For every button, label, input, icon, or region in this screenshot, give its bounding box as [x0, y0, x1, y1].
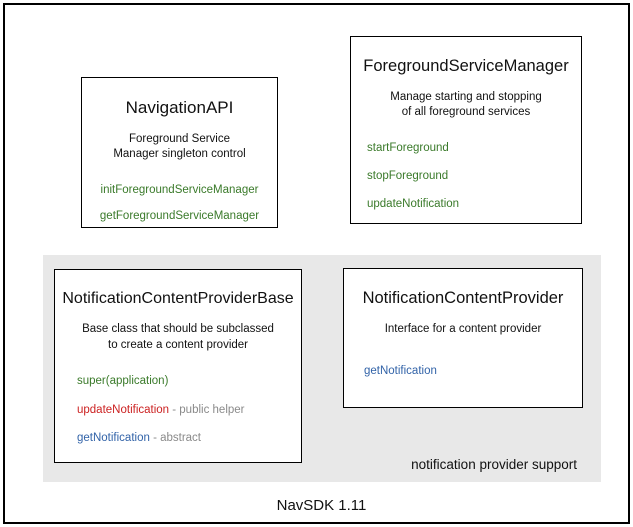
class-description-line: of all foreground services: [401, 106, 531, 119]
member-name: getNotification: [364, 365, 437, 378]
member-name: getNotification: [77, 432, 150, 445]
member-list-notification-content-provider: getNotification: [344, 365, 582, 379]
class-description-line: Interface for a content provider: [384, 322, 542, 335]
class-description-line: Manager singleton control: [113, 147, 246, 160]
member-item[interactable]: getNotification - abstract: [77, 432, 301, 446]
class-box-notification-content-provider-base[interactable]: NotificationContentProviderBase Base cla…: [54, 269, 302, 463]
member-name: startForeground: [367, 142, 449, 155]
class-description-line: Base class that should be subclassed: [82, 323, 274, 336]
member-name: updateNotification: [77, 403, 170, 416]
member-list-navigation-api: initForegroundServiceManager getForegrou…: [82, 184, 277, 224]
member-item[interactable]: updateNotification - public helper: [77, 404, 301, 418]
member-name: super(application): [77, 374, 169, 387]
diagram-footer-label: NavSDK 1.11: [276, 497, 367, 514]
class-title-navigation-api: NavigationAPI: [125, 98, 234, 117]
member-note: - abstract: [149, 432, 202, 445]
class-box-notification-content-provider[interactable]: NotificationContentProvider Interface fo…: [343, 268, 583, 408]
class-description-line: Manage starting and stopping: [390, 90, 542, 103]
class-description-notification-content-provider: Interface for a content provider: [344, 322, 582, 337]
class-title-notification-content-provider: NotificationContentProvider: [362, 289, 564, 307]
diagram-outer-frame: notification provider support Navigation…: [3, 3, 630, 524]
member-list-foreground-service-manager: startForeground stopForeground updateNot…: [351, 142, 581, 211]
member-list-notification-content-provider-base: super(application) updateNotification - …: [55, 375, 301, 446]
class-title-foreground-service-manager: ForegroundServiceManager: [363, 57, 569, 75]
class-title-notification-content-provider-base: NotificationContentProviderBase: [62, 290, 294, 307]
member-name: getForegroundServiceManager: [99, 209, 260, 222]
class-box-foreground-service-manager[interactable]: ForegroundServiceManager Manage starting…: [350, 36, 582, 224]
class-description-line: Foreground Service: [129, 132, 230, 145]
member-item[interactable]: startForeground: [367, 142, 581, 156]
member-name: updateNotification: [367, 197, 460, 210]
member-item[interactable]: stopForeground: [367, 170, 581, 184]
member-note: - public helper: [169, 403, 245, 416]
member-item[interactable]: super(application): [77, 375, 301, 389]
class-box-navigation-api[interactable]: NavigationAPI Foreground Service Manager…: [81, 77, 278, 228]
member-item[interactable]: updateNotification: [367, 198, 581, 212]
group-caption-label: notification provider support: [411, 457, 577, 472]
class-description-line: to create a content provider: [108, 338, 248, 351]
member-item[interactable]: getForegroundServiceManager: [82, 210, 277, 224]
member-item[interactable]: initForegroundServiceManager: [82, 184, 277, 198]
class-description-notification-content-provider-base: Base class that should be subclassed to …: [55, 322, 301, 352]
class-description-foreground-service-manager: Manage starting and stopping of all fore…: [351, 90, 581, 120]
member-item[interactable]: getNotification: [364, 365, 582, 379]
member-name: initForegroundServiceManager: [100, 183, 259, 196]
class-description-navigation-api: Foreground Service Manager singleton con…: [82, 132, 277, 162]
member-name: stopForeground: [367, 170, 449, 183]
